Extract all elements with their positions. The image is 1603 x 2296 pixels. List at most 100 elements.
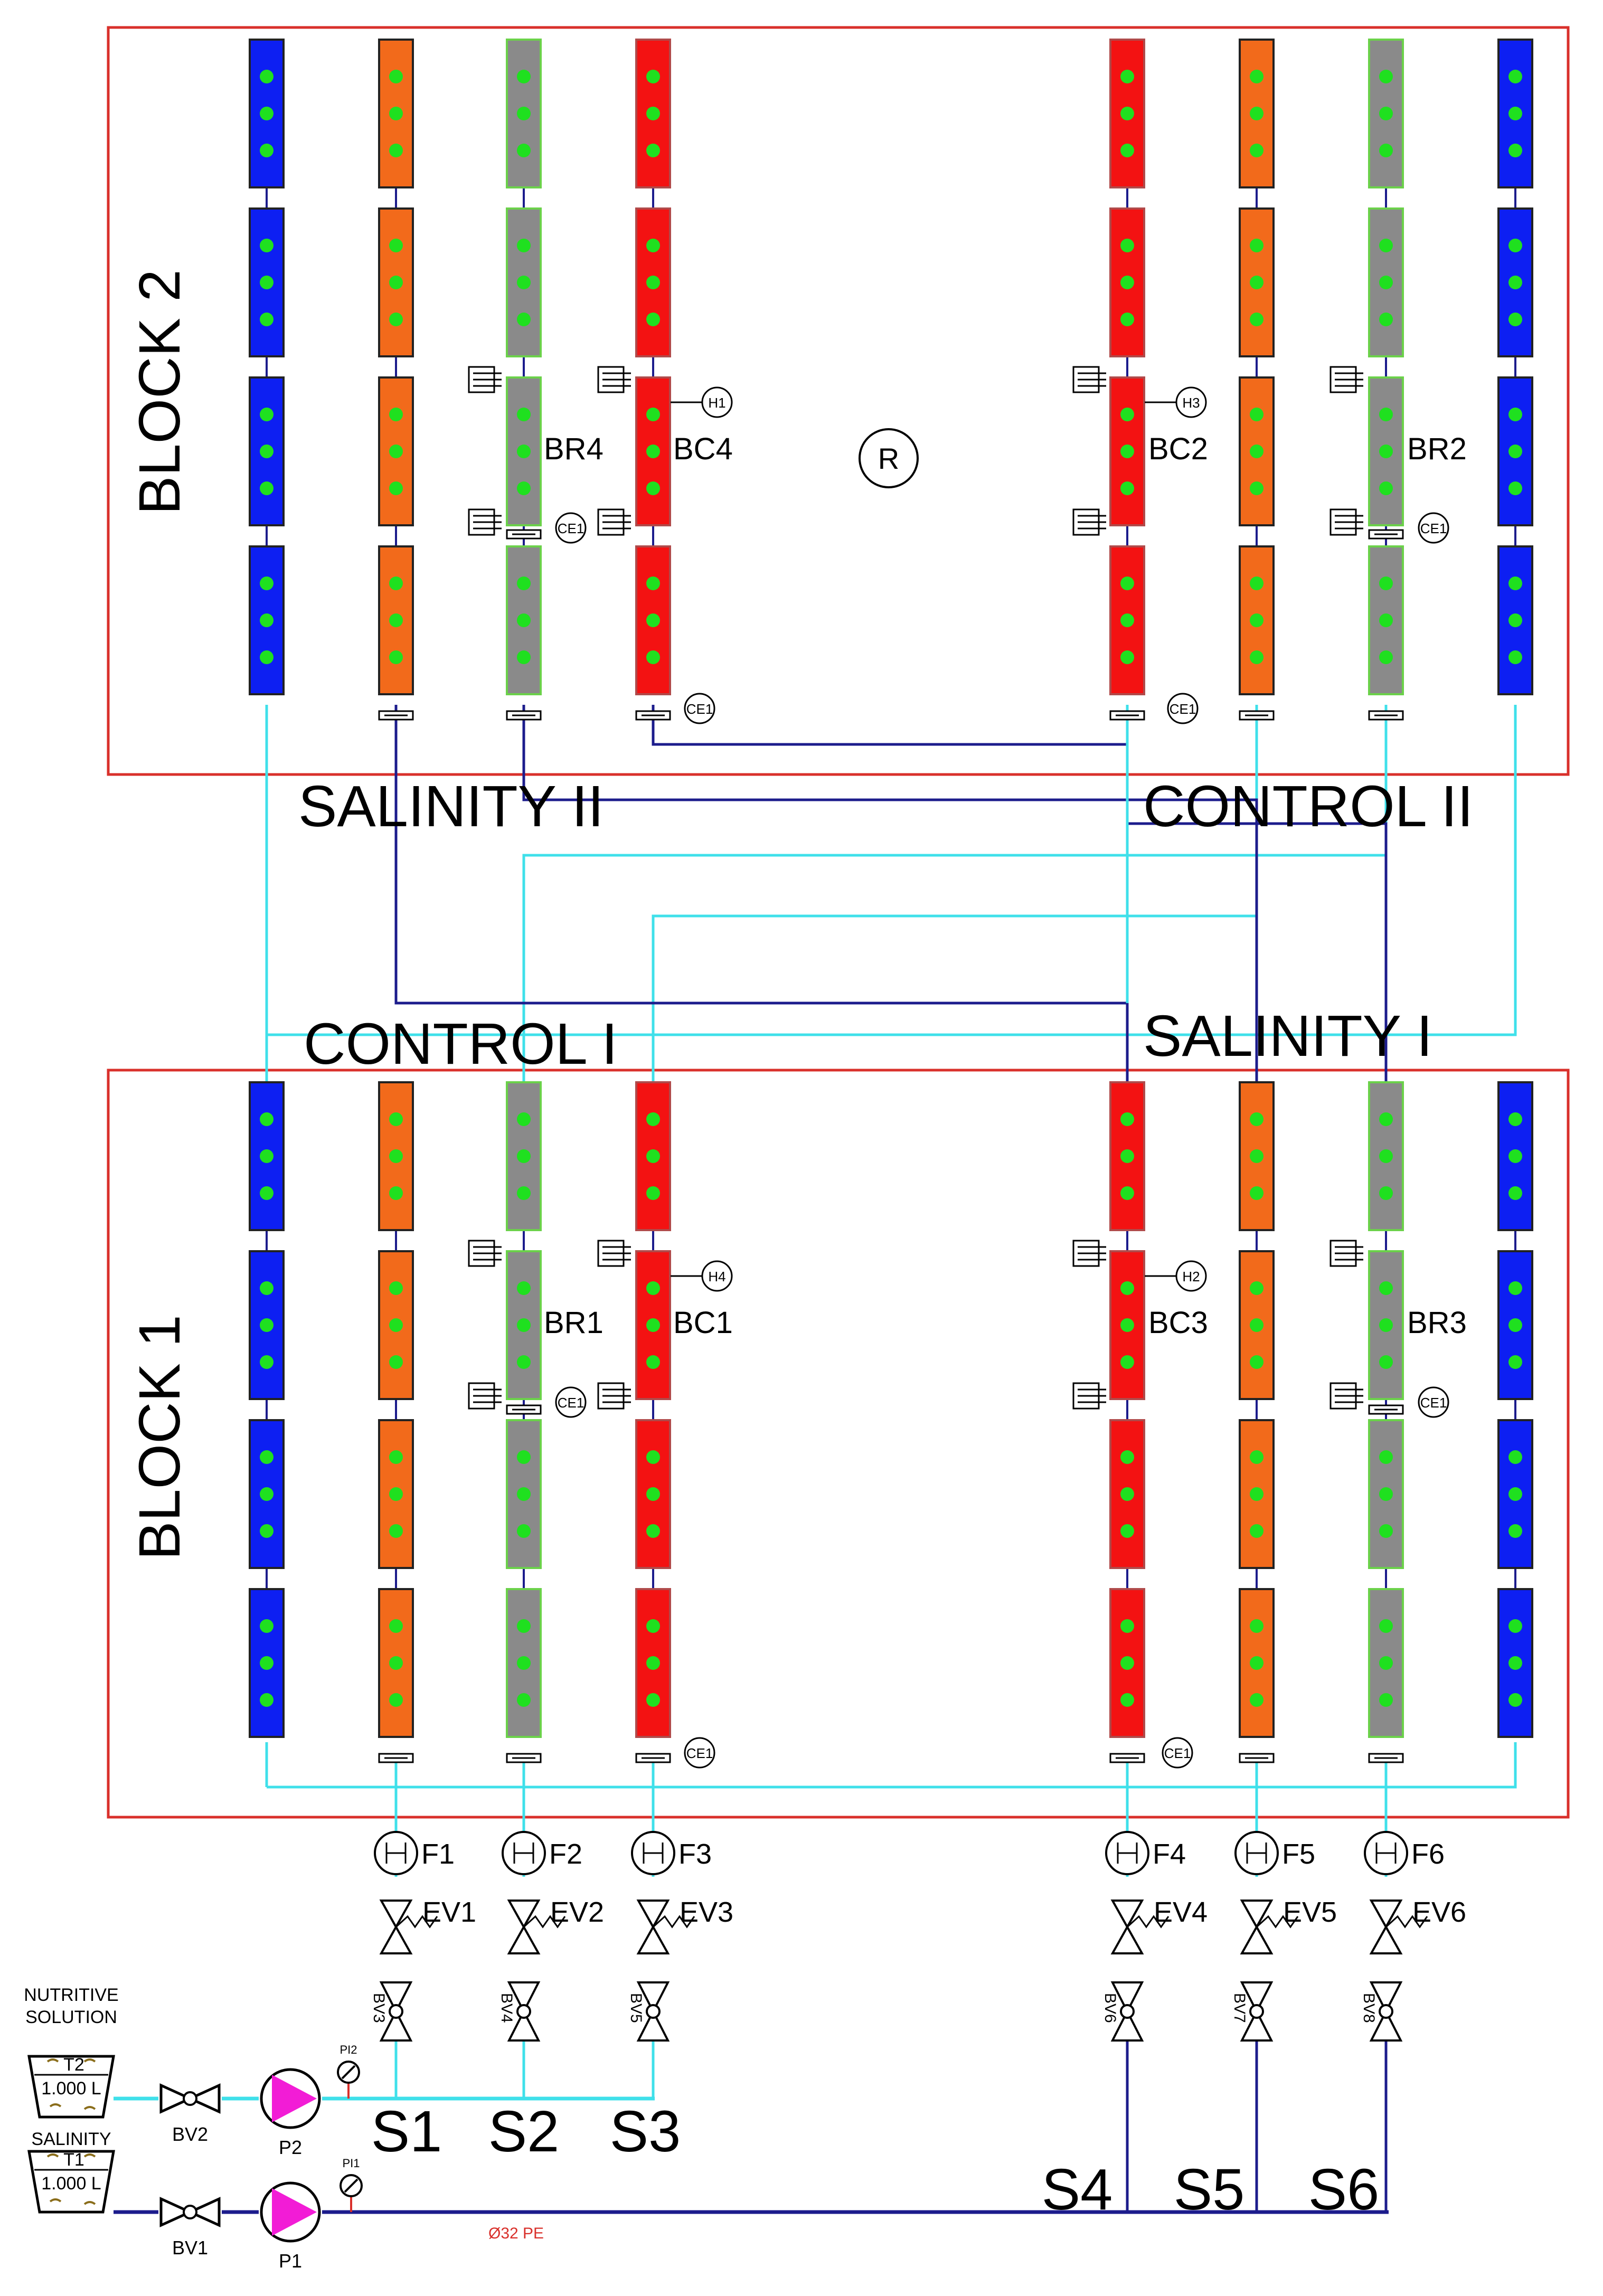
plant-dot xyxy=(1508,481,1522,495)
plant-dot xyxy=(517,1186,531,1200)
plant-dot xyxy=(1120,577,1134,590)
plant-dot xyxy=(1508,239,1522,252)
r-sensor-label: R xyxy=(878,442,899,475)
solenoid-coil xyxy=(1385,1915,1428,1929)
sensor-ce-br1-icon xyxy=(555,1386,587,1418)
ball-valve-label: BV3 xyxy=(370,1993,388,2023)
plant-dot xyxy=(1379,107,1393,120)
ball-valve-label: BV6 xyxy=(1101,1993,1119,2023)
pressure-indicator-pi2-label: PI2 xyxy=(340,2043,357,2056)
solenoid-coil xyxy=(395,1915,438,1929)
block2-strip-red xyxy=(1109,376,1145,526)
plant-dot xyxy=(1508,70,1522,83)
plant-dot xyxy=(646,650,660,664)
plant-dot xyxy=(1379,1619,1393,1633)
plant-dot xyxy=(517,1149,531,1163)
plant-dot xyxy=(1379,1524,1393,1538)
plant-dot xyxy=(1379,144,1393,157)
block-1-frame xyxy=(107,1069,1570,1819)
plant-dot xyxy=(260,577,274,590)
plant-dot xyxy=(1379,1318,1393,1332)
plant-dot xyxy=(1250,1355,1263,1369)
plant-dot xyxy=(517,650,531,664)
ball-valve-bv1-label: BV1 xyxy=(172,2237,208,2259)
block-2-label: BLOCK 2 xyxy=(127,269,192,515)
sensor-h4-icon xyxy=(701,1260,733,1292)
plant-dot xyxy=(517,577,531,590)
block1-strip-red xyxy=(635,1419,671,1569)
plant-dot xyxy=(1379,613,1393,627)
plant-dot xyxy=(389,276,403,289)
plant-dot xyxy=(1508,1524,1522,1538)
plant-dot xyxy=(260,1112,274,1126)
plant-dot xyxy=(389,107,403,120)
bed-label-bc3: BC3 xyxy=(1148,1306,1208,1340)
block2-strip-red xyxy=(1109,545,1145,695)
plant-dot xyxy=(1120,1318,1134,1332)
bed-label-br4: BR4 xyxy=(544,432,604,466)
plant-dot xyxy=(646,1281,660,1295)
block2-strip-blue xyxy=(249,207,285,357)
plant-dot xyxy=(517,1487,531,1501)
plant-dot xyxy=(1508,1186,1522,1200)
plant-dot xyxy=(1508,1149,1522,1163)
sensor-ce-bc4-icon xyxy=(684,693,715,724)
ball-valve-bv2-icon xyxy=(159,2083,221,2114)
bed-label-br3: BR3 xyxy=(1407,1306,1467,1340)
pump-p1-icon xyxy=(260,2181,321,2243)
tank-t2-name-line1: NUTRITIVE xyxy=(24,1985,118,2005)
plant-dot xyxy=(1379,1450,1393,1464)
ball-valve-ball xyxy=(1379,2004,1393,2019)
plant-dot xyxy=(1508,1450,1522,1464)
bed-label-br1: BR1 xyxy=(544,1306,604,1340)
plant-dot xyxy=(260,1656,274,1670)
navy-crossover-1 xyxy=(394,705,1129,1082)
plant-dot xyxy=(1379,276,1393,289)
tank-t1-id: T1 xyxy=(63,2150,84,2170)
sensor-h2-label: H2 xyxy=(1182,1269,1200,1284)
flowmeter-label: F5 xyxy=(1282,1838,1315,1870)
tank-t2-icon xyxy=(27,2055,115,2119)
solenoid-valve-label: EV3 xyxy=(680,1896,733,1928)
plant-dot xyxy=(1120,1281,1134,1295)
zone-label-control-i: CONTROL I xyxy=(304,1012,618,1076)
zone-label-control-ii: CONTROL II xyxy=(1143,774,1473,839)
sector-label-s6: S6 xyxy=(1308,2157,1380,2222)
plant-dot xyxy=(517,1619,531,1633)
navy-crossover-3 xyxy=(652,705,1129,746)
plant-dot xyxy=(1250,1112,1263,1126)
plant-dot xyxy=(389,1281,403,1295)
plant-dot xyxy=(1379,1693,1393,1707)
plant-dot xyxy=(646,144,660,157)
plant-dot xyxy=(389,650,403,664)
plant-dot xyxy=(1250,1619,1263,1633)
plant-dot xyxy=(1250,613,1263,627)
plant-dot xyxy=(389,1693,403,1707)
plant-dot xyxy=(1120,1355,1134,1369)
plant-dot xyxy=(389,313,403,326)
sensor-ce-bc2-icon xyxy=(1167,693,1199,724)
tank-t2-volume: 1.000 L xyxy=(41,2078,101,2099)
plant-dot xyxy=(1250,313,1263,326)
plant-dot xyxy=(389,408,403,421)
plant-dot xyxy=(646,1355,660,1369)
plant-dot xyxy=(1120,1524,1134,1538)
plant-dot xyxy=(260,613,274,627)
plant-dot xyxy=(1508,1619,1522,1633)
plant-dot xyxy=(1250,276,1263,289)
solenoid-coil xyxy=(1256,1915,1299,1929)
plant-dot xyxy=(1250,1487,1263,1501)
plant-dot xyxy=(646,1619,660,1633)
plant-dot xyxy=(1250,1149,1263,1163)
ball-valve-label: BV8 xyxy=(1360,1993,1378,2023)
plant-dot xyxy=(1250,650,1263,664)
crop-strips xyxy=(249,39,1533,1738)
plant-dot xyxy=(1250,577,1263,590)
plant-dot xyxy=(1508,577,1522,590)
plant-dot xyxy=(1508,107,1522,120)
plant-dot xyxy=(260,1281,274,1295)
bed-label-br2: BR2 xyxy=(1407,432,1467,466)
plant-dot xyxy=(1120,650,1134,664)
solenoid-coil xyxy=(523,1915,566,1929)
sensor-h4-label: H4 xyxy=(708,1269,725,1284)
